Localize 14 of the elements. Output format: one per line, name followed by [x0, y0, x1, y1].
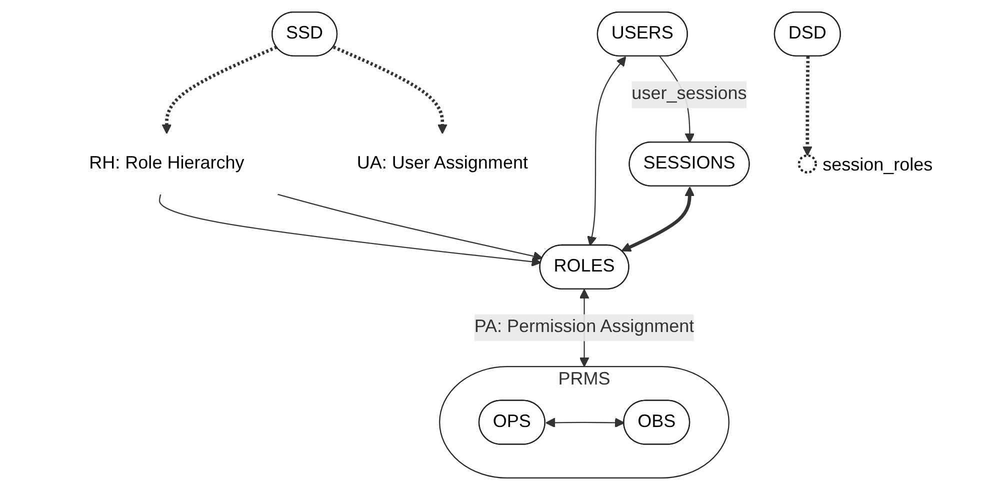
- node-text: RH: Role Hierarchy: [89, 154, 244, 173]
- arrow: [545, 418, 625, 428]
- arrow: [159, 194, 542, 267]
- arrow: [802, 56, 812, 156]
- edge-label: PA: Permission Assignment: [474, 318, 694, 337]
- node-circle: [798, 154, 817, 174]
- node-text: UA: User Assignment: [356, 154, 528, 173]
- arrow: [162, 46, 278, 134]
- edge-label: user_sessions: [632, 84, 747, 104]
- arrow: [587, 56, 626, 246]
- arrow: [332, 46, 448, 134]
- arrow: [621, 186, 695, 252]
- relation-label: session_roles: [822, 154, 933, 175]
- arrow: [277, 194, 543, 262]
